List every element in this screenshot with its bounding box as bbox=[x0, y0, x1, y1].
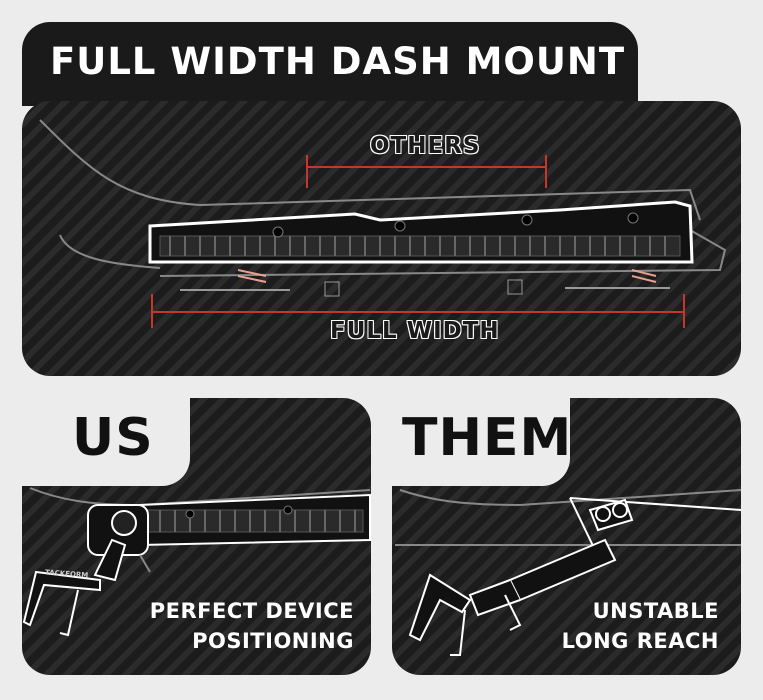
us-caption-line2: POSITIONING bbox=[192, 629, 354, 653]
others-span-line bbox=[306, 155, 547, 188]
us-title-tab bbox=[22, 398, 190, 486]
full-width-label: FULL WIDTH bbox=[330, 318, 500, 344]
them-caption: UNSTABLE LONG REACH bbox=[562, 596, 719, 656]
them-caption-line1: UNSTABLE bbox=[592, 599, 719, 623]
us-title: US bbox=[72, 408, 154, 468]
them-title-tab bbox=[392, 398, 570, 486]
us-caption: PERFECT DEVICE POSITIONING bbox=[150, 596, 354, 656]
us-caption-line1: PERFECT DEVICE bbox=[149, 599, 354, 623]
full-width-span-line bbox=[151, 294, 685, 328]
us-panel bbox=[22, 398, 371, 675]
hero-title-tab bbox=[22, 22, 638, 106]
others-label: OTHERS bbox=[370, 133, 481, 159]
them-title: THEM bbox=[402, 408, 573, 468]
rail-teeth bbox=[169, 236, 666, 256]
them-caption-line2: LONG REACH bbox=[561, 629, 719, 653]
hero-title: FULL WIDTH DASH MOUNT bbox=[50, 40, 626, 83]
